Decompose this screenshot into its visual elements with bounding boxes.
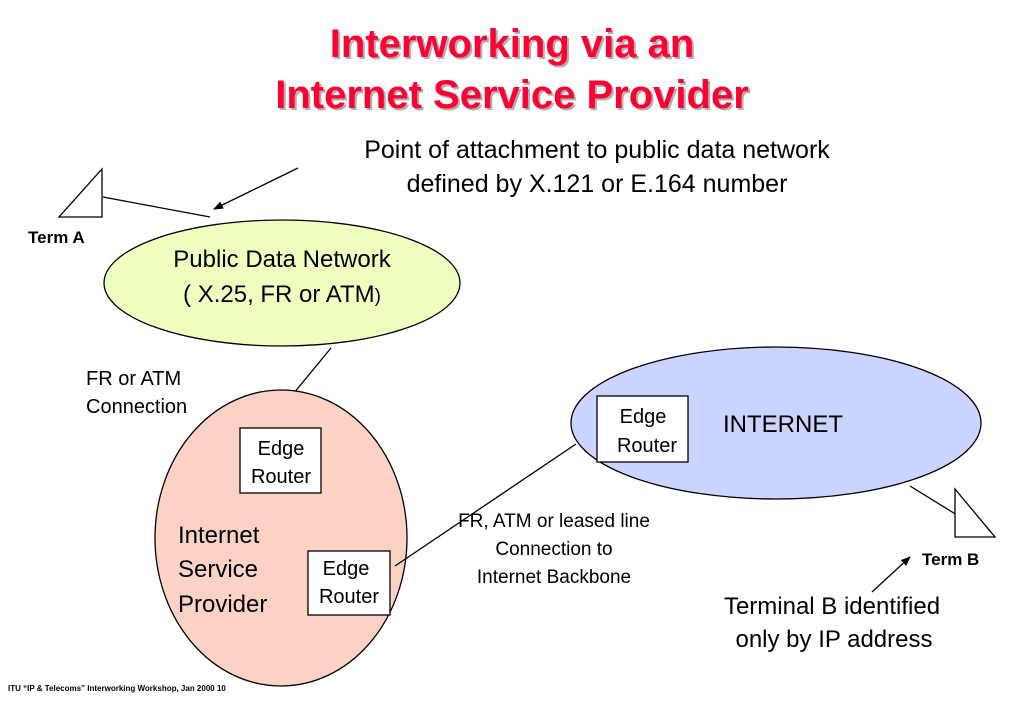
pdn-label-line-1: Public Data Network [173,246,391,273]
fr-atm-connection-line-2: Connection [86,396,187,418]
term-b-link [909,485,958,516]
term-a-terminal-icon [57,167,103,218]
slide-footer: ITU “IP & Telecoms” Interworking Worksho… [8,684,226,693]
pdn-label-line-2-main: ( X.25, FR or ATM [183,281,375,308]
isp-edge-router-bottom: Edge Router [307,550,391,616]
isp-label-line-2: Service [178,556,258,583]
pdn-label-line-2: ( X.25, FR or ATM) [183,281,381,308]
term-a-label: Term A [28,228,85,247]
internet-label: INTERNET [723,411,843,438]
edge-router-box [596,395,689,463]
backbone-label-line-2: Connection to [495,539,612,560]
edge-router-label-line-1: Edge [258,438,305,460]
term-b-arrow [871,556,911,593]
fr-atm-connection-line-1: FR or ATM [86,368,181,390]
isp-internet-backbone-link [394,443,577,567]
title-line-1-shadow: Interworking via an [332,24,697,68]
isp-label-line-3: Provider [178,591,267,618]
term-b-label: Term B [922,550,979,569]
backbone-label-line-3: Internet Backbone [477,567,631,588]
title-line-1: Interworking via an [330,22,695,66]
edge-router-label-line-1: Edge [620,406,667,428]
title-line-2-shadow: Internet Service Provider [277,75,751,119]
attachment-annotation-line-1: Point of attachment to public data netwo… [364,136,830,164]
slide-title: Interworking via an Interworking via an … [275,22,751,119]
backbone-label-line-1: FR, ATM or leased line [458,511,650,532]
edge-router-box [307,550,391,616]
term-b-terminal-icon [954,487,997,538]
terminal-b-note-line-2: only by IP address [735,626,932,653]
internet-edge-router: Edge Router [596,395,689,463]
isp-edge-router-top: Edge Router [239,427,322,494]
attachment-arrow [213,167,299,210]
edge-router-label-line-2: Router [319,586,379,608]
attachment-annotation-line-2: defined by X.121 or E.164 number [407,170,788,198]
public-data-network-cloud [103,219,461,347]
title-line-2: Internet Service Provider [275,73,749,117]
edge-router-label-line-2: Router [251,466,311,488]
terminal-b-note-line-1: Terminal B identified [724,593,940,620]
edge-router-box [239,427,322,494]
pdn-label-line-2-paren: ) [375,286,381,307]
isp-label-line-1: Internet [178,522,260,549]
edge-router-label-line-2: Router [617,435,677,457]
edge-router-label-line-1: Edge [323,558,370,580]
term-a-link [102,196,211,218]
